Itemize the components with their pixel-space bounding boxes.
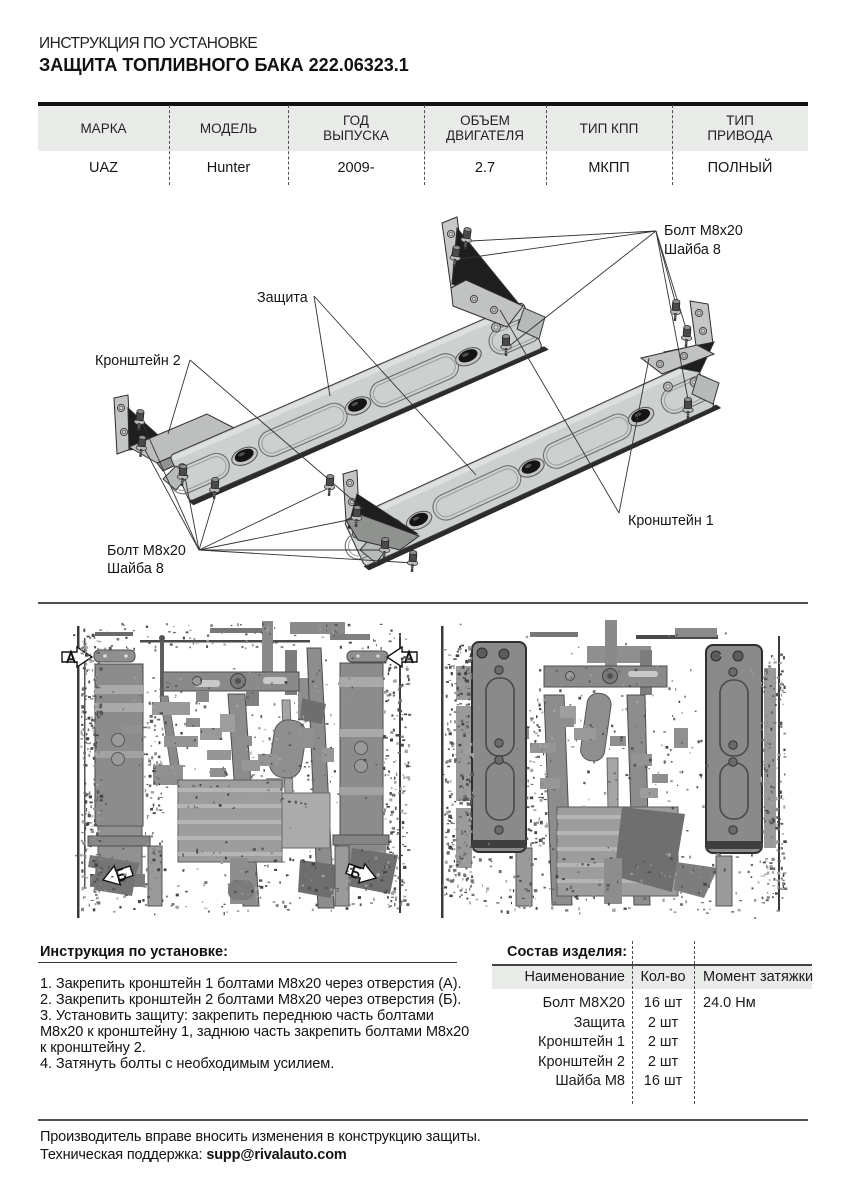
svg-text:Кронштейн 1: Кронштейн 1 xyxy=(628,513,714,529)
svg-text:Шайба 8: Шайба 8 xyxy=(664,242,721,258)
svg-text:Кронштейн 2: Кронштейн 2 xyxy=(95,353,181,369)
svg-text:Болт М8х20: Болт М8х20 xyxy=(664,223,743,239)
svg-text:Болт М8х20: Болт М8х20 xyxy=(107,543,186,559)
svg-text:Шайба 8: Шайба 8 xyxy=(107,561,164,577)
svg-text:Защита: Защита xyxy=(257,290,308,306)
